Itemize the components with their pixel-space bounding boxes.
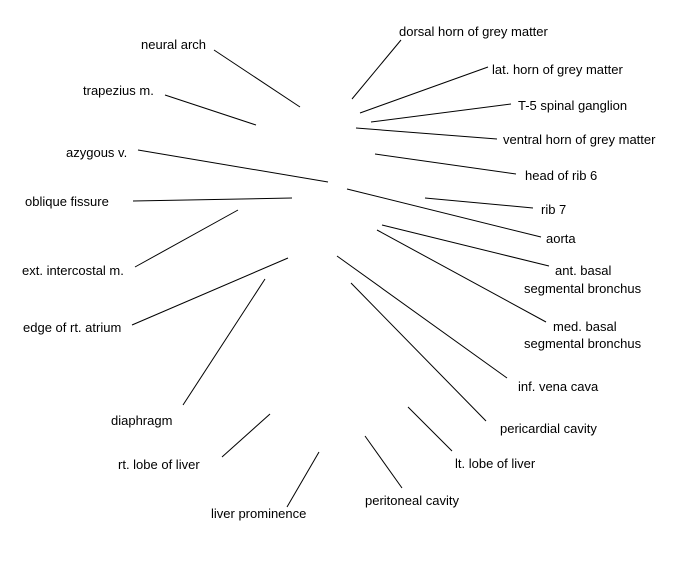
label-ant-basal-line2: segmental bronchus xyxy=(524,281,642,296)
leader-lines xyxy=(131,39,550,508)
label-lat-horn: lat. horn of grey matter xyxy=(492,62,623,77)
leader-peritoneal-cavity xyxy=(364,435,403,489)
label-edge-rt-atrium: edge of rt. atrium xyxy=(23,320,121,335)
leader-diaphragm xyxy=(182,278,266,406)
label-diaphragm: diaphragm xyxy=(111,413,172,428)
leader-rib-7 xyxy=(424,197,534,209)
label-t5-ganglion: T-5 spinal ganglion xyxy=(518,98,627,113)
leader-inf-vena-cava xyxy=(336,255,508,379)
leader-t5-ganglion xyxy=(370,103,512,123)
label-ant-basal-line1: ant. basal xyxy=(555,263,611,278)
label-inf-vena-cava: inf. vena cava xyxy=(518,379,599,394)
leader-aorta xyxy=(346,188,542,238)
leader-azygous xyxy=(137,149,329,183)
label-pericardial-cavity: pericardial cavity xyxy=(500,421,597,436)
label-aorta: aorta xyxy=(546,231,576,246)
label-peritoneal-cavity: peritoneal cavity xyxy=(365,493,459,508)
leader-trapezius xyxy=(164,94,257,126)
label-ext-intercostal: ext. intercostal m. xyxy=(22,263,124,278)
labels: neural arch trapezius m. azygous v. obli… xyxy=(22,24,656,521)
leader-dorsal-horn xyxy=(351,39,402,100)
label-lt-lobe-liver: lt. lobe of liver xyxy=(455,456,536,471)
leader-ant-basal xyxy=(381,224,550,267)
label-rt-lobe-liver: rt. lobe of liver xyxy=(118,457,200,472)
leader-ext-intercostal xyxy=(134,209,239,268)
leader-oblique-fissure xyxy=(132,197,293,202)
label-med-basal-line2: segmental bronchus xyxy=(524,336,642,351)
leader-head-rib-6 xyxy=(374,153,517,175)
label-liver-prominence: liver prominence xyxy=(211,506,306,521)
label-head-rib-6: head of rib 6 xyxy=(525,168,597,183)
label-trapezius: trapezius m. xyxy=(83,83,154,98)
leader-lt-lobe-liver xyxy=(407,406,453,452)
leader-lat-horn xyxy=(359,66,489,114)
label-rib-7: rib 7 xyxy=(541,202,566,217)
label-med-basal-line1: med. basal xyxy=(553,319,617,334)
label-azygous: azygous v. xyxy=(66,145,127,160)
label-dorsal-horn: dorsal horn of grey matter xyxy=(399,24,549,39)
label-oblique-fissure: oblique fissure xyxy=(25,194,109,209)
leader-ventral-horn xyxy=(355,127,498,140)
leader-rt-lobe-liver xyxy=(221,413,271,458)
label-ventral-horn: ventral horn of grey matter xyxy=(503,132,656,147)
leader-neural-arch xyxy=(213,49,301,108)
label-neural-arch: neural arch xyxy=(141,37,206,52)
leader-liver-prominence xyxy=(286,451,320,508)
leader-pericardial-cavity xyxy=(350,282,487,422)
leader-med-basal xyxy=(376,229,547,323)
leader-edge-rt-atrium xyxy=(131,257,289,326)
